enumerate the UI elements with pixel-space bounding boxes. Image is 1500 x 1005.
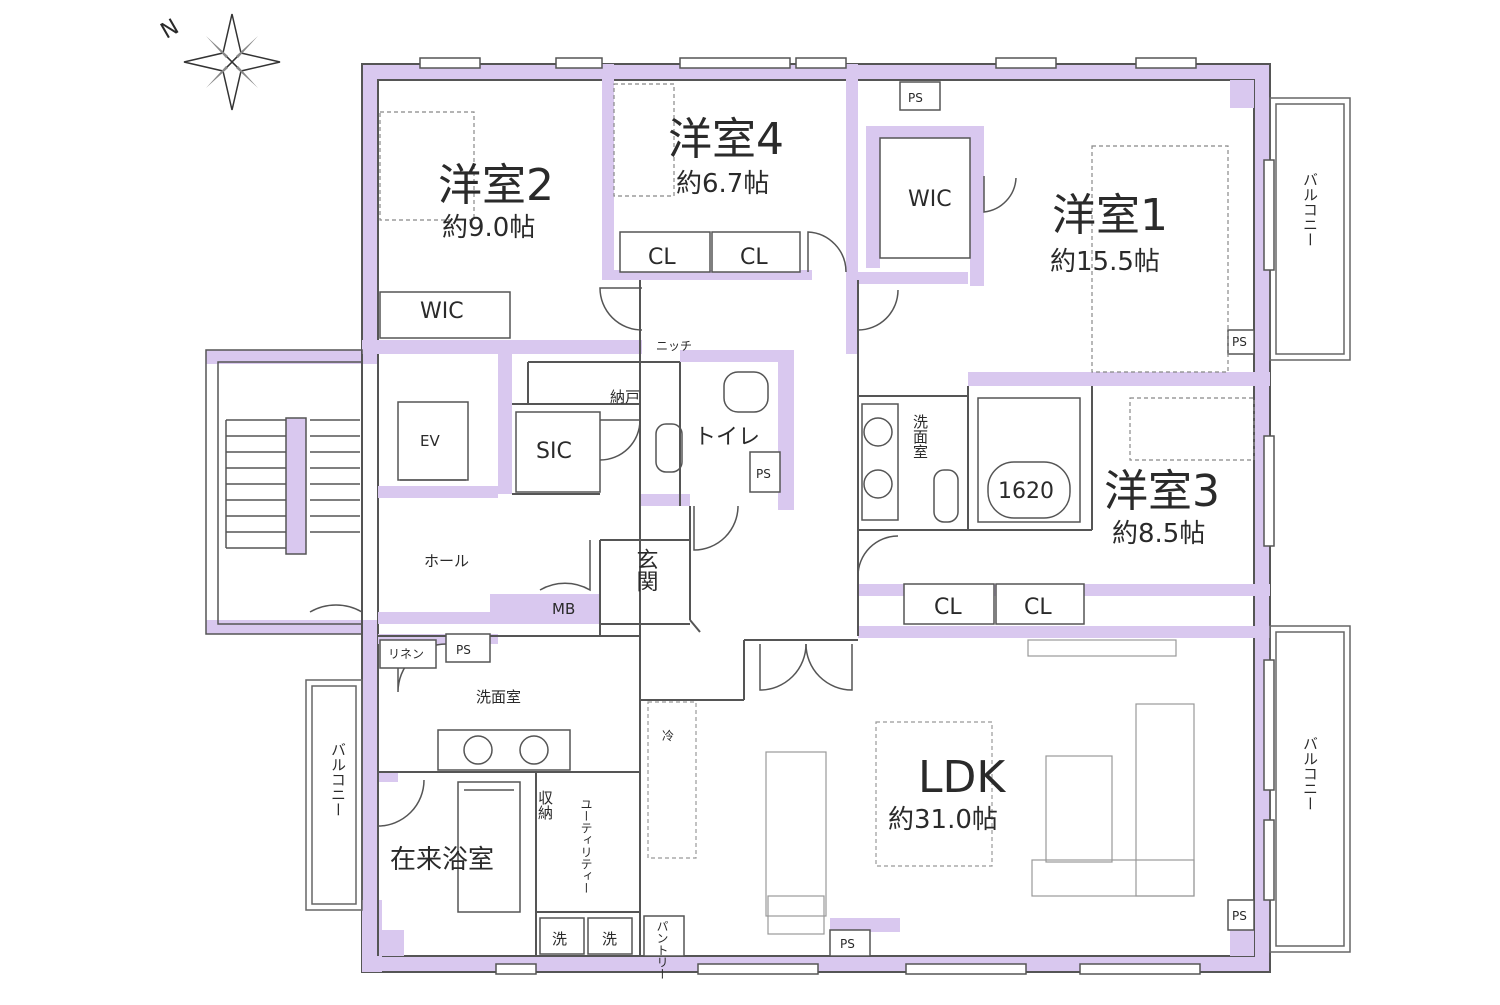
- washroom-lower-label: 洗面室: [476, 688, 521, 706]
- fridge-label: 冷: [662, 729, 674, 743]
- cl-label-3b: CL: [1024, 595, 1052, 620]
- beds: [379, 83, 1255, 461]
- pantry-label: パントリー: [655, 920, 669, 980]
- bath-name: 在来浴室: [390, 845, 494, 875]
- ps-label-room1: PS: [1232, 335, 1247, 349]
- ldk-area: 約31.0帖: [888, 805, 998, 835]
- nando-label: 納戸: [610, 388, 640, 406]
- closets: [379, 137, 1085, 957]
- utility-label: ユーティリティー: [579, 798, 593, 894]
- balconies: [305, 97, 1351, 953]
- sic-label: SIC: [536, 439, 572, 464]
- room4-name: 洋室4: [668, 114, 784, 165]
- ps-label-toilet: PS: [756, 467, 771, 481]
- niche-label: ニッチ: [656, 339, 692, 353]
- room1-name: 洋室1: [1052, 190, 1168, 241]
- ps-label-linen: PS: [456, 643, 471, 657]
- ev-label: EV: [420, 432, 440, 450]
- wic-label-2: WIC: [420, 299, 464, 324]
- room3-area: 約8.5帖: [1112, 519, 1205, 549]
- compass-icon: [183, 13, 281, 111]
- balcony-left-label: バルコニー: [329, 742, 347, 817]
- room2-name: 洋室2: [438, 160, 554, 211]
- entrance-label: 玄関: [633, 548, 658, 592]
- ps-boxes: [445, 81, 1255, 957]
- stair-center-wall: [285, 417, 307, 555]
- room1-area: 約15.5帖: [1050, 247, 1160, 277]
- windows: [419, 57, 1275, 975]
- washroom-upper-label: 洗面室: [911, 414, 929, 459]
- bathtub-size-label: 1620: [998, 479, 1054, 504]
- washer-label-1: 洗: [552, 930, 567, 948]
- washer-label-2: 洗: [602, 930, 617, 948]
- ldk-name: LDK: [918, 752, 1006, 803]
- room2-area: 約9.0帖: [442, 213, 535, 243]
- cl-label-3a: CL: [934, 595, 962, 620]
- ps-label-ldk-bottom: PS: [840, 937, 855, 951]
- cl-label-4a: CL: [648, 245, 676, 270]
- linen-label: リネン: [388, 647, 424, 661]
- room3-name: 洋室3: [1104, 466, 1220, 517]
- interior-lines: [377, 280, 1093, 956]
- bath-fixtures: [437, 371, 1081, 913]
- wic-label-1: WIC: [908, 187, 952, 212]
- north-label: N: [157, 15, 184, 45]
- hall-label: ホール: [424, 552, 469, 570]
- ldk-furniture: [647, 639, 1195, 935]
- toilet-label: トイレ: [694, 425, 760, 450]
- balcony-right-bottom-label: バルコニー: [1301, 736, 1319, 811]
- balcony-right-top-label: バルコニー: [1301, 172, 1319, 247]
- ps-label-ldk-right: PS: [1232, 909, 1247, 923]
- elevator: [397, 401, 469, 481]
- room4-area: 約6.7帖: [676, 169, 769, 199]
- ps-label-top: PS: [908, 91, 923, 105]
- storage-shuno-label: 収納: [536, 790, 554, 821]
- stairwell: [205, 349, 363, 635]
- cl-label-4b: CL: [740, 245, 768, 270]
- mb-label: MB: [552, 600, 575, 618]
